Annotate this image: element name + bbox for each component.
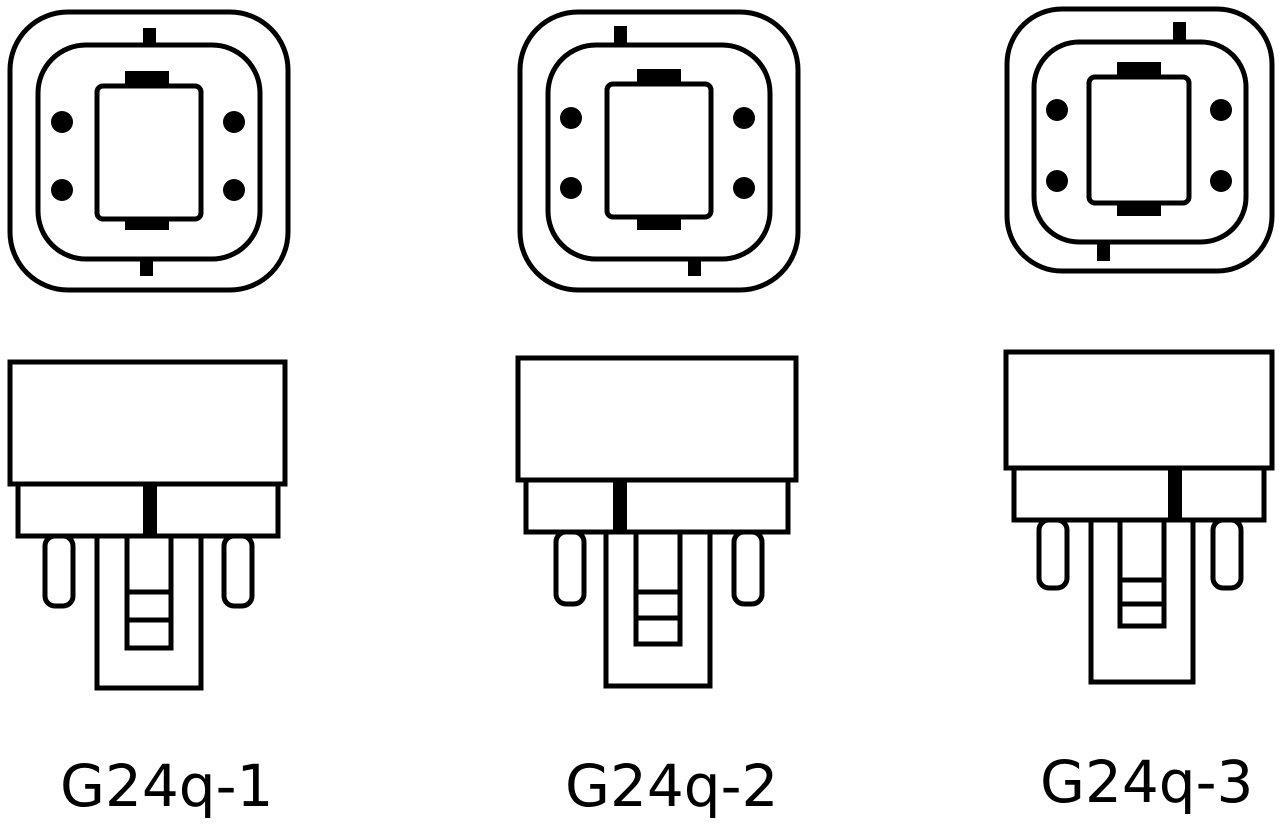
key-notch-bottom bbox=[688, 258, 701, 276]
socket-g24q-1: G24q-1 bbox=[7, 9, 291, 820]
post-slot bbox=[1117, 517, 1167, 629]
collar-key bbox=[613, 480, 627, 532]
pin-dot bbox=[560, 177, 582, 199]
center-tab-top bbox=[1117, 62, 1161, 78]
outer-housing bbox=[1004, 6, 1275, 274]
outer-housing bbox=[7, 9, 291, 293]
socket-label: G24q-2 bbox=[565, 752, 778, 820]
top-view-g24q-3 bbox=[1004, 6, 1275, 274]
side-view-g24q-1 bbox=[7, 359, 288, 691]
side-view-g24q-3 bbox=[1003, 349, 1275, 685]
contact-pin bbox=[42, 533, 76, 609]
lamp-base bbox=[1003, 349, 1275, 471]
center-tab-bottom bbox=[125, 218, 169, 230]
key-notch-top bbox=[143, 28, 156, 46]
center-tab-bottom bbox=[637, 216, 681, 230]
center-block bbox=[604, 81, 714, 220]
center-post bbox=[603, 529, 713, 689]
top-view-g24q-1 bbox=[7, 9, 291, 293]
center-block bbox=[94, 83, 204, 222]
pin-dot bbox=[223, 179, 245, 201]
key-notch-bottom bbox=[140, 258, 153, 276]
pin-dot bbox=[733, 177, 755, 199]
center-post bbox=[1088, 517, 1196, 685]
post-slot bbox=[633, 529, 683, 647]
pin-dot bbox=[223, 111, 245, 133]
pin-dot bbox=[51, 179, 73, 201]
pin-dot bbox=[1210, 170, 1232, 192]
outer-housing bbox=[517, 9, 801, 293]
top-view-g24q-2 bbox=[517, 9, 801, 293]
pin-dot bbox=[1210, 99, 1232, 121]
key-notch-bottom bbox=[1097, 241, 1110, 261]
socket-g24q-3: G24q-3 bbox=[1003, 6, 1275, 816]
key-notch-top bbox=[614, 26, 627, 46]
center-block bbox=[1086, 74, 1192, 206]
center-tab-top bbox=[637, 69, 681, 85]
collar-key bbox=[143, 484, 157, 536]
pin-dot bbox=[1046, 99, 1068, 121]
pin-dot bbox=[733, 107, 755, 129]
lamp-base bbox=[515, 355, 799, 483]
key-notch-top bbox=[1173, 22, 1186, 42]
contact-pin bbox=[1210, 517, 1244, 591]
center-post bbox=[94, 533, 204, 691]
socket-label: G24q-3 bbox=[1040, 748, 1253, 816]
contact-pin bbox=[553, 529, 587, 607]
pin-dot bbox=[1046, 170, 1068, 192]
pin-dot bbox=[560, 107, 582, 129]
collar-key bbox=[1168, 468, 1182, 520]
inner-ring bbox=[545, 42, 773, 262]
contact-pin bbox=[731, 529, 765, 607]
inner-ring bbox=[1031, 39, 1249, 245]
socket-collar bbox=[523, 477, 791, 535]
socket-collar bbox=[1011, 465, 1267, 523]
socket-label: G24q-1 bbox=[60, 752, 273, 820]
pin-dot bbox=[51, 111, 73, 133]
lamp-base bbox=[7, 359, 288, 487]
socket-g24q-2: G24q-2 bbox=[515, 9, 801, 820]
center-tab-bottom bbox=[1117, 202, 1161, 216]
contact-pin bbox=[1036, 517, 1070, 591]
side-view-g24q-2 bbox=[515, 355, 799, 689]
center-tab-top bbox=[125, 71, 169, 87]
contact-pin bbox=[221, 533, 255, 609]
